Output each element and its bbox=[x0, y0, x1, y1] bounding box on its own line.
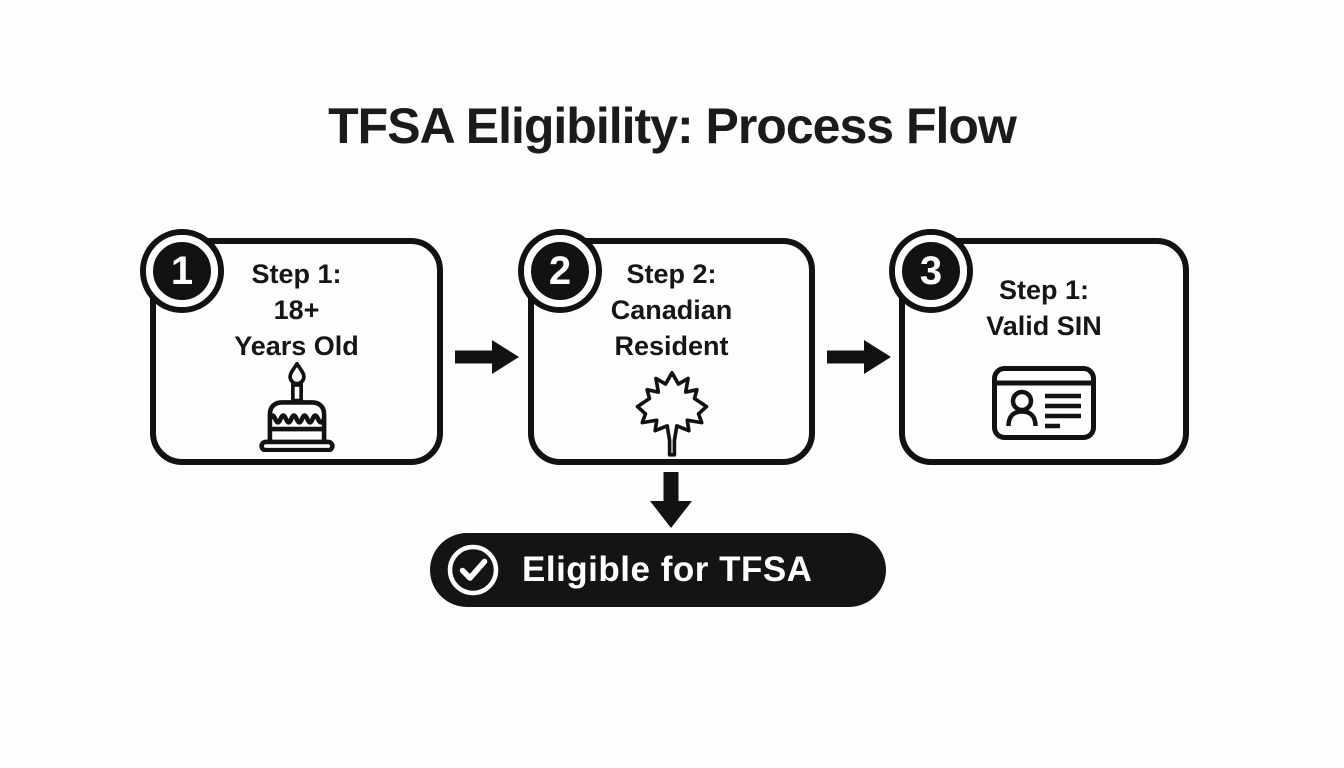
check-circle-icon bbox=[447, 544, 499, 596]
id-card-icon bbox=[992, 366, 1096, 440]
arrow-right-icon bbox=[827, 340, 891, 374]
step-3-text: Step 1: Valid SIN bbox=[986, 272, 1102, 344]
birthday-cake-icon bbox=[258, 362, 335, 452]
step-text-line: Valid SIN bbox=[986, 311, 1102, 341]
step-1-badge: 1 bbox=[146, 235, 218, 307]
step-1-text: Step 1: 18+ Years Old bbox=[234, 256, 359, 364]
step-2-text: Step 2: Canadian Resident bbox=[611, 256, 733, 364]
step-card-3: 3 Step 1: Valid SIN bbox=[889, 229, 1189, 465]
step-card-1: 1 Step 1: 18+ Years Old bbox=[140, 229, 443, 465]
maple-leaf-icon bbox=[635, 371, 708, 457]
eligible-result-label: Eligible for TFSA bbox=[522, 550, 813, 589]
eligible-result-pill: Eligible for TFSA bbox=[430, 533, 886, 607]
step-3-badge: 3 bbox=[895, 235, 967, 307]
step-text-line: Step 1: bbox=[251, 259, 342, 289]
step-text-line: Step 2: bbox=[626, 259, 717, 289]
step-text-line: 18+ bbox=[273, 295, 320, 325]
step-text-line: Resident bbox=[614, 331, 729, 361]
arrow-down-icon bbox=[650, 472, 692, 528]
step-text-line: Canadian bbox=[610, 295, 733, 325]
page-title: TFSA Eligibility: Process Flow bbox=[328, 98, 1017, 154]
step-text-line: Step 1: bbox=[998, 275, 1089, 305]
step-text-line: Years Old bbox=[234, 331, 359, 361]
step-card-2: 2 Step 2: Canadian Resident bbox=[518, 229, 815, 465]
step-2-badge: 2 bbox=[524, 235, 596, 307]
arrow-right-icon bbox=[455, 340, 519, 374]
